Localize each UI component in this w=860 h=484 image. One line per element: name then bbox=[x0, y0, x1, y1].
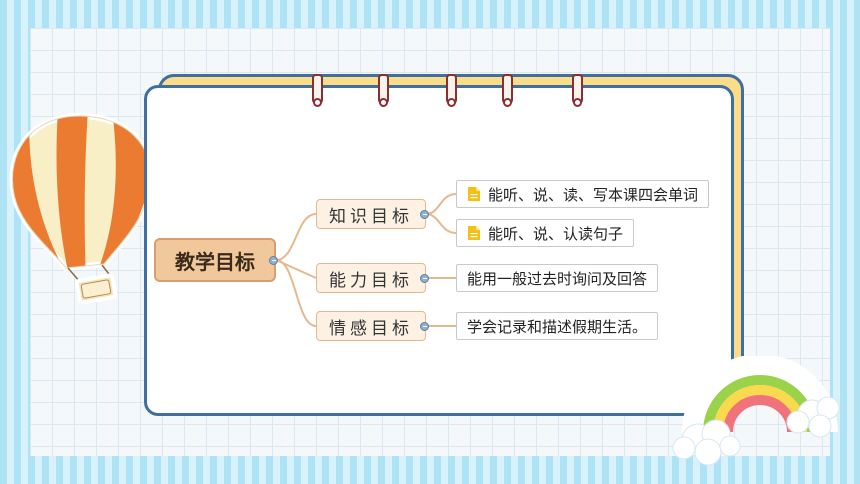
branch-node-ability[interactable]: 能力目标 bbox=[316, 263, 426, 293]
leaf-text: 能用一般过去时询问及回答 bbox=[467, 269, 648, 288]
branch-label: 知识目标 bbox=[329, 206, 413, 227]
notebook-ring bbox=[446, 74, 457, 107]
leaf-node[interactable]: 能用一般过去时询问及回答 bbox=[456, 264, 659, 292]
branch-node-emotion[interactable]: 情感目标 bbox=[316, 311, 426, 341]
notebook-ring bbox=[572, 74, 583, 107]
collapse-toggle-icon[interactable] bbox=[420, 274, 429, 283]
notebook-ring bbox=[378, 74, 389, 107]
leaf-node[interactable]: 能听、说、认读句子 bbox=[456, 219, 635, 247]
leaf-text: 学会记录和描述假期生活。 bbox=[467, 317, 648, 336]
leaf-text: 能听、说、认读句子 bbox=[488, 224, 624, 243]
collapse-toggle-icon[interactable] bbox=[420, 210, 429, 219]
collapse-toggle-icon[interactable] bbox=[269, 256, 278, 265]
collapse-toggle-icon[interactable] bbox=[420, 322, 429, 331]
leaf-text: 能听、说、读、写本课四会单词 bbox=[488, 185, 699, 204]
branch-label: 情感目标 bbox=[329, 318, 413, 339]
rainbow-with-clouds bbox=[672, 356, 840, 466]
hot-air-balloon bbox=[9, 112, 154, 305]
mindmap-root-node[interactable]: 教学目标 bbox=[154, 238, 276, 282]
notebook-ring bbox=[502, 74, 513, 107]
branch-node-knowledge[interactable]: 知识目标 bbox=[316, 199, 426, 229]
document-icon bbox=[468, 187, 480, 201]
document-icon bbox=[468, 226, 480, 240]
root-label: 教学目标 bbox=[175, 249, 255, 274]
leaf-node[interactable]: 学会记录和描述假期生活。 bbox=[456, 312, 659, 340]
branch-label: 能力目标 bbox=[329, 270, 413, 291]
notebook-ring bbox=[312, 74, 323, 107]
leaf-node[interactable]: 能听、说、读、写本课四会单词 bbox=[456, 180, 710, 208]
